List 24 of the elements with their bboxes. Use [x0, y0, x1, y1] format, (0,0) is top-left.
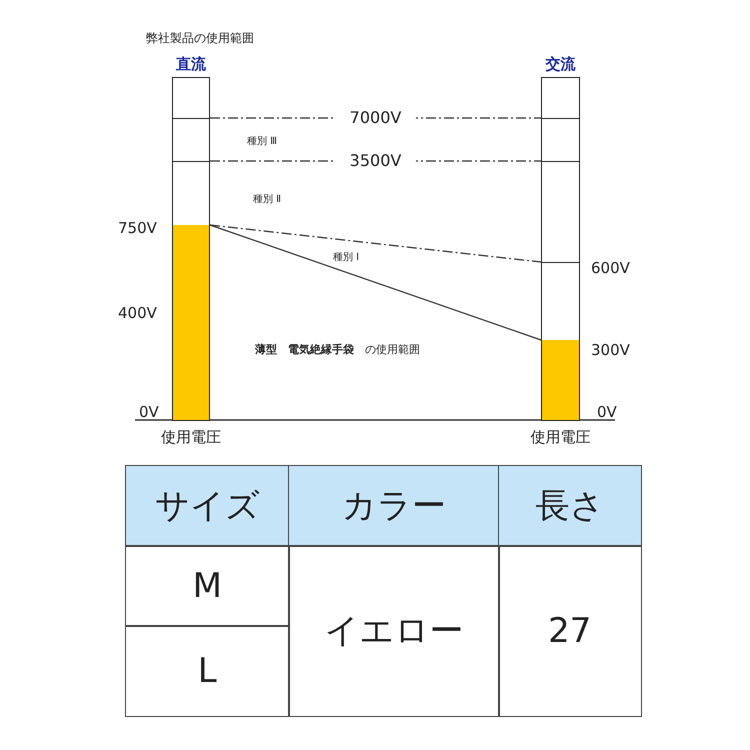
header-label: カラー: [288, 465, 500, 546]
column-heading: 直流: [175, 55, 207, 74]
voltage-label: 0V: [139, 403, 159, 421]
voltage-label: 750V: [118, 219, 157, 237]
range-line: [210, 224, 542, 341]
range-line: [210, 224, 542, 263]
axis-caption: 使用電圧: [160, 428, 222, 447]
header-label: サイズ: [125, 465, 290, 546]
header-label: 長さ: [498, 465, 642, 546]
column-heading: 交流: [544, 55, 576, 74]
voltage-label: 600V: [591, 259, 630, 277]
voltage-label: 300V: [591, 341, 630, 359]
table-cell: イエロー: [288, 545, 500, 716]
category-label: 種別 Ⅰ: [333, 251, 360, 264]
table-cell: L: [125, 625, 290, 716]
category-label: 種別 Ⅱ: [253, 193, 282, 206]
table-cell: 27: [498, 545, 642, 716]
table-cell: M: [125, 545, 290, 626]
product-range-note: 薄型 電気絶縁手袋 の使用範囲: [255, 342, 420, 357]
voltage-label: 400V: [118, 304, 157, 322]
voltage-label: 0V: [597, 403, 617, 421]
axis-caption: 使用電圧: [530, 428, 592, 447]
chart-title: 弊社製品の使用範囲: [146, 30, 254, 47]
category-label: 種別 Ⅲ: [247, 135, 278, 148]
